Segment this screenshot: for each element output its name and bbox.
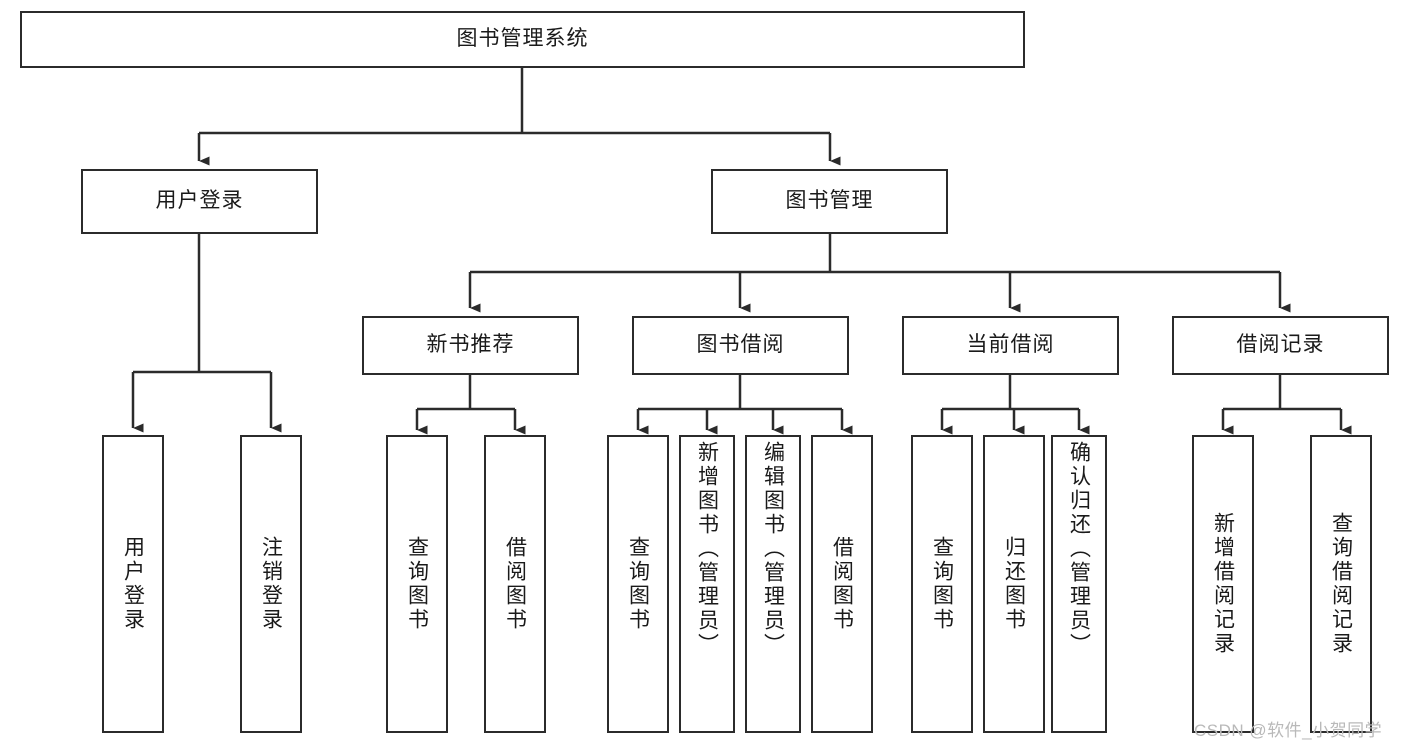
- node-label: 注销登录: [259, 536, 283, 632]
- connector-record-to-leaves: [1221, 375, 1352, 435]
- node-label: 用户登录: [121, 536, 145, 632]
- connector-current-to-leaves: [940, 375, 1090, 435]
- node-label: 查询图书: [626, 536, 650, 632]
- node-label: 查询借阅记录: [1329, 512, 1353, 656]
- connector-root-to-level2: [197, 68, 841, 166]
- node-label: 归还图书: [1002, 536, 1026, 632]
- node-label: 查询图书: [930, 536, 954, 632]
- node-label: 借阅图书: [830, 536, 854, 632]
- node-label: 借阅图书: [503, 536, 527, 632]
- node-label: 图书管理: [785, 189, 874, 213]
- node-label: 图书借阅: [696, 333, 785, 357]
- node-label: 编辑图书（管理员）: [761, 441, 785, 657]
- node-leaf-edit-book[interactable]: 编辑图书（管理员）: [745, 435, 801, 733]
- node-leaf-query-book-1[interactable]: 查询图书: [386, 435, 448, 733]
- node-leaf-add-borrow-record[interactable]: 新增借阅记录: [1192, 435, 1254, 733]
- node-leaf-borrow-book-2[interactable]: 借阅图书: [811, 435, 873, 733]
- node-new-book-recommend[interactable]: 新书推荐: [362, 316, 579, 375]
- node-book-manage[interactable]: 图书管理: [711, 169, 948, 234]
- connector-bookmanage-to-level3: [468, 234, 1291, 313]
- node-leaf-add-book[interactable]: 新增图书（管理员）: [679, 435, 735, 733]
- node-label: 图书管理系统: [456, 27, 589, 51]
- node-label: 查询图书: [405, 536, 429, 632]
- node-leaf-return-book[interactable]: 归还图书: [983, 435, 1045, 733]
- node-current-borrow[interactable]: 当前借阅: [902, 316, 1119, 375]
- connector-userlogin-to-leaves: [131, 234, 282, 433]
- node-book-borrow[interactable]: 图书借阅: [632, 316, 849, 375]
- node-leaf-user-login[interactable]: 用户登录: [102, 435, 164, 733]
- node-label: 新增图书（管理员）: [695, 441, 719, 657]
- node-label: 借阅记录: [1236, 333, 1325, 357]
- node-leaf-logout-login[interactable]: 注销登录: [240, 435, 302, 733]
- node-leaf-query-book-2[interactable]: 查询图书: [607, 435, 669, 733]
- node-leaf-query-book-3[interactable]: 查询图书: [911, 435, 973, 733]
- node-root-system[interactable]: 图书管理系统: [20, 11, 1025, 68]
- node-leaf-confirm-return[interactable]: 确认归还（管理员）: [1051, 435, 1107, 733]
- node-label: 用户登录: [155, 189, 244, 213]
- connector-recommend-to-leaves: [415, 375, 526, 435]
- node-label: 新书推荐: [426, 333, 515, 357]
- node-borrow-record[interactable]: 借阅记录: [1172, 316, 1389, 375]
- node-label: 当前借阅: [966, 333, 1055, 357]
- node-label: 新增借阅记录: [1211, 512, 1235, 656]
- node-leaf-query-borrow-record[interactable]: 查询借阅记录: [1310, 435, 1372, 733]
- node-label: 确认归还（管理员）: [1067, 441, 1091, 657]
- csdn-watermark: CSDN @软件_小贺同学: [1194, 721, 1383, 740]
- connector-borrow-to-leaves: [636, 375, 853, 435]
- node-leaf-borrow-book-1[interactable]: 借阅图书: [484, 435, 546, 733]
- node-user-login[interactable]: 用户登录: [81, 169, 318, 234]
